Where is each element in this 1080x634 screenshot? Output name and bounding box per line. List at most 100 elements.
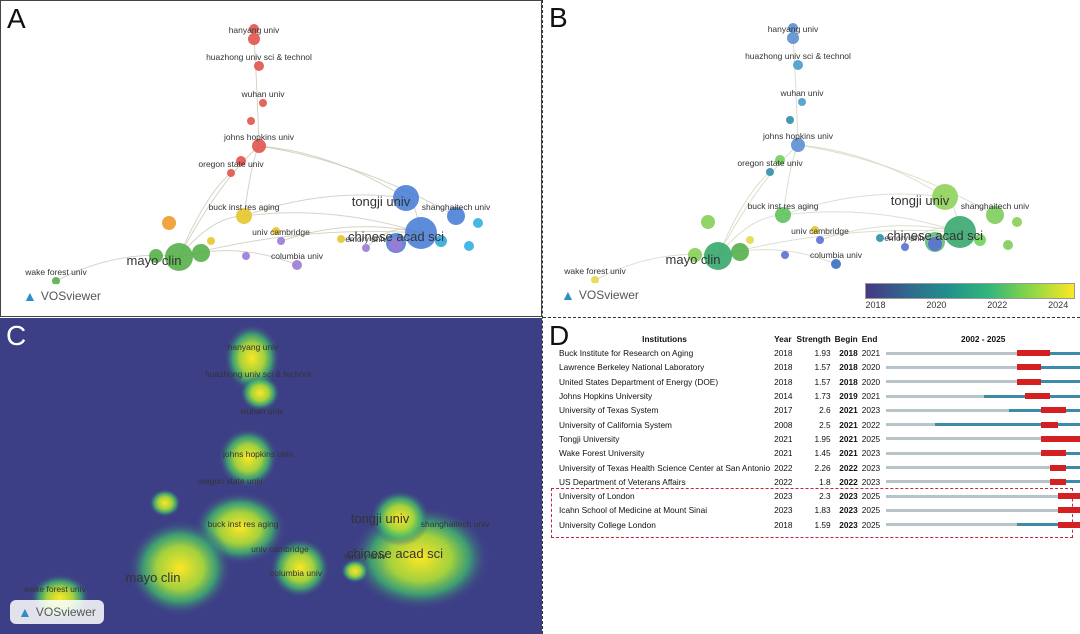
timeline-before-appearance bbox=[886, 508, 1058, 512]
network-node-label: buck inst res aging bbox=[209, 202, 280, 212]
network-node bbox=[775, 207, 791, 223]
network-node-label: columbia univ bbox=[810, 250, 863, 260]
timeline-track bbox=[886, 421, 1080, 428]
network-node bbox=[704, 242, 732, 270]
network-node bbox=[236, 208, 252, 224]
strength-cell: 2.3 bbox=[819, 491, 831, 502]
burst-segment bbox=[1041, 435, 1080, 442]
network-node bbox=[775, 155, 785, 165]
network-node bbox=[731, 243, 749, 261]
strength-cell: 1.57 bbox=[814, 376, 831, 387]
vosviewer-logo-icon: ▲ bbox=[18, 604, 32, 620]
begin-cell: 2021 bbox=[839, 405, 858, 416]
network-node-label: wake forest univ bbox=[24, 267, 87, 277]
vosviewer-badge: ▲ VOSviewer bbox=[15, 284, 109, 308]
strength-cell: 1.45 bbox=[814, 448, 831, 459]
burst-table-panel-d: D Institutions Year Strength Begin End 2… bbox=[543, 318, 1080, 634]
begin-cell: 2018 bbox=[839, 348, 858, 359]
table-row: United States Department of Energy (DOE)… bbox=[557, 375, 1080, 389]
header-begin: Begin bbox=[834, 333, 858, 344]
strength-cell: 1.8 bbox=[819, 476, 831, 487]
burst-timeline-cell bbox=[882, 503, 1080, 517]
network-node bbox=[247, 117, 255, 125]
network-node-label: oregon state univ bbox=[198, 159, 264, 169]
network-node bbox=[227, 169, 235, 177]
burst-timeline-cell bbox=[882, 417, 1080, 431]
network-node bbox=[816, 236, 824, 244]
network-node bbox=[811, 226, 819, 234]
timeline-before-appearance bbox=[886, 494, 1058, 498]
network-node bbox=[876, 234, 884, 242]
density-hotspot bbox=[149, 489, 181, 517]
end-cell: 2023 bbox=[861, 462, 881, 473]
network-node bbox=[272, 227, 280, 235]
timeline-before-appearance bbox=[886, 380, 1017, 384]
burst-segment bbox=[1016, 364, 1042, 371]
begin-cell: 2022 bbox=[839, 476, 858, 487]
timeline-track bbox=[886, 450, 1080, 457]
density-hotspot bbox=[128, 520, 232, 616]
vosviewer-label: VOSviewer bbox=[40, 289, 101, 303]
begin-cell: 2021 bbox=[839, 448, 858, 459]
network-node bbox=[793, 60, 803, 70]
year-cell: 2008 bbox=[774, 419, 793, 430]
network-link bbox=[782, 193, 946, 216]
network-node bbox=[701, 215, 715, 229]
network-node bbox=[362, 244, 370, 252]
institution-cell: Buck Institute for Research on Aging bbox=[559, 348, 694, 359]
network-node bbox=[781, 251, 789, 259]
year-cell: 2018 bbox=[774, 519, 793, 530]
network-node bbox=[986, 206, 1004, 224]
network-node bbox=[337, 235, 345, 243]
year-cell: 2017 bbox=[774, 405, 793, 416]
strength-cell: 1.57 bbox=[814, 362, 831, 373]
network-node-label: mayo clin bbox=[666, 252, 721, 267]
network-node-label: columbia univ bbox=[271, 251, 324, 261]
density-label: univ cambridge bbox=[251, 544, 309, 554]
network-node-label: johns hopkins univ bbox=[762, 131, 834, 141]
density-label: johns hopkins univ bbox=[222, 449, 294, 459]
network-node bbox=[435, 235, 447, 247]
begin-cell: 2022 bbox=[839, 462, 858, 473]
burst-timeline-cell bbox=[882, 403, 1080, 417]
institution-cell: Tongji University bbox=[559, 433, 620, 444]
burst-timeline-cell bbox=[882, 389, 1080, 403]
table-row: Buck Institute for Research on Aging 2018… bbox=[557, 346, 1080, 360]
timeline-before-appearance bbox=[886, 423, 936, 427]
panel-b-letter: B bbox=[549, 2, 568, 33]
timeline-track bbox=[886, 478, 1080, 485]
strength-cell: 1.73 bbox=[814, 391, 831, 402]
density-label: buck inst res aging bbox=[208, 519, 279, 529]
end-cell: 2025 bbox=[861, 433, 881, 444]
institution-cell: University of California System bbox=[559, 419, 672, 430]
timeline-track bbox=[886, 507, 1080, 514]
burst-timeline-cell bbox=[882, 446, 1080, 460]
timeline-track bbox=[886, 393, 1080, 400]
burst-segment bbox=[1016, 350, 1050, 357]
vosviewer-logo-icon: ▲ bbox=[561, 287, 575, 303]
network-node bbox=[1012, 217, 1022, 227]
density-label: shanghaitech univ bbox=[421, 519, 490, 529]
density-hotspot bbox=[224, 324, 280, 392]
timeline-track bbox=[886, 378, 1080, 385]
vosviewer-label: VOSviewer bbox=[578, 288, 639, 302]
network-node-label: chinese acad sci bbox=[348, 229, 444, 244]
burst-segment bbox=[1057, 521, 1080, 528]
network-node bbox=[254, 61, 264, 71]
network-node bbox=[292, 260, 302, 270]
strength-cell: 2.6 bbox=[819, 405, 831, 416]
institution-cell: Johns Hopkins University bbox=[559, 391, 653, 402]
density-hotspot bbox=[240, 375, 280, 411]
strength-cell: 2.5 bbox=[819, 419, 831, 430]
institution-cell: University of London bbox=[559, 491, 635, 502]
header-strength: Strength bbox=[796, 333, 831, 344]
institution-cell: University of Texas System bbox=[559, 405, 659, 416]
density-label: wake forest univ bbox=[23, 584, 86, 594]
burst-segment bbox=[1049, 478, 1066, 485]
